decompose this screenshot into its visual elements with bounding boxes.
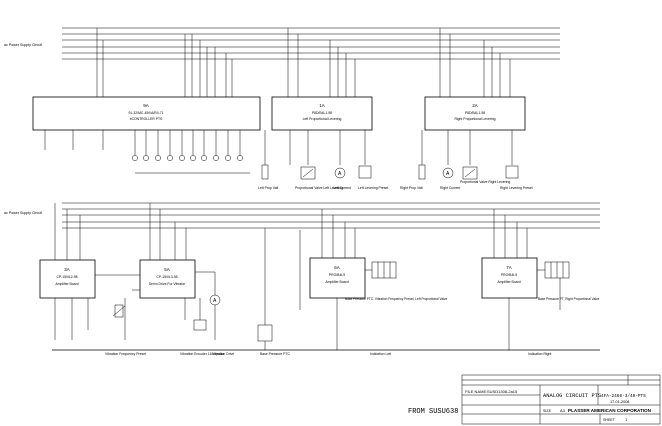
amp-right-wiring bbox=[493, 209, 561, 350]
file-name-value: SUSD1308-2a15 bbox=[487, 389, 518, 394]
servo-line1: CP-15/0L3-98 bbox=[156, 275, 177, 279]
left-prop-line1: P8D/B4L1-98 bbox=[312, 111, 332, 115]
amp1-line2: Amplifier Board bbox=[55, 282, 78, 286]
left-prop-devices bbox=[261, 164, 372, 180]
amp1-line1: CP-15/0L2-98 bbox=[56, 275, 77, 279]
amp-left-line2: Amplifier Board bbox=[325, 280, 348, 284]
lower-supply-label: ac Power Supply Circuit bbox=[4, 211, 42, 215]
servo-wiring bbox=[124, 203, 216, 340]
plc-indicator-lamps bbox=[132, 155, 243, 161]
note-right: Base Pressure PT, Right Proportional Val… bbox=[538, 297, 600, 301]
amplifier-block-1: 3A CP-15/0L2-98 Amplifier Board bbox=[39, 259, 96, 299]
servo-line2: Servo Drive For Vibrator bbox=[149, 282, 186, 286]
amp1-wiring bbox=[54, 203, 140, 340]
right-current-gauge-letter: A bbox=[446, 171, 450, 177]
right-prop-caption-1: Right Prop Valt bbox=[400, 186, 423, 190]
drawing-title: ANALOG CIRCUIT PTS bbox=[543, 393, 601, 399]
amp-left-id: 6A bbox=[334, 265, 340, 270]
title-block bbox=[461, 374, 661, 425]
right-prop-line1: P8D/B4L1-98 bbox=[465, 111, 485, 115]
size-label: SIZE bbox=[543, 409, 552, 413]
amp1-id: 3A bbox=[64, 267, 70, 272]
right-prop-id: 2A bbox=[472, 103, 478, 108]
amp-left-terminal bbox=[371, 261, 397, 279]
plc-line1: 91-32/MC-45/I/A/R/I-71 bbox=[128, 111, 163, 115]
left-prop-caption-2: Proportional Valve Left Levering bbox=[295, 186, 343, 190]
servo-devices bbox=[112, 294, 221, 331]
right-current-caption: Right Current bbox=[440, 186, 460, 190]
amp-left-line1: PRO/B4L9 bbox=[329, 273, 345, 277]
company-name: PLASSER AMERICAN CORPORATION bbox=[568, 408, 652, 413]
stamp-text: FROM SUSU638 bbox=[408, 408, 458, 416]
plc-connections bbox=[44, 28, 250, 174]
sheet-label: SHEET bbox=[603, 418, 616, 422]
left-lever-caption: Left Levering Preset bbox=[358, 186, 388, 190]
servo-id: 5A bbox=[164, 267, 170, 272]
amplifier-block-left: 6A PRO/B4L9 Amplifier Board bbox=[309, 257, 366, 299]
right-prop-devices bbox=[418, 164, 519, 180]
base-pressure-sensor bbox=[257, 228, 273, 350]
note-left: Base Pressure PTC, Vibration Frequency P… bbox=[345, 297, 448, 301]
right-prop-wiring bbox=[421, 28, 513, 165]
right-lever-caption: Right Levering Preset bbox=[500, 186, 533, 190]
left-current-gauge-letter: A bbox=[338, 171, 342, 177]
amp-right-line1: PRO/B4L9 bbox=[501, 273, 517, 277]
right-prop-block: 2A P8D/B4L1-98 Right Proportional Leveri… bbox=[424, 96, 526, 131]
base-pressure-caption: Base Pressure PTC bbox=[260, 352, 291, 356]
plc-block: 9A 91-32/MC-45/I/A/R/I-71 eCONTROLLER PT… bbox=[32, 96, 261, 131]
amp-left-wiring bbox=[299, 209, 372, 350]
left-prop-caption-1: Left Prop Valt bbox=[258, 186, 278, 190]
amp-right-terminal bbox=[544, 261, 570, 279]
left-prop-wiring bbox=[264, 28, 366, 165]
ind-left-caption: Indication Left bbox=[370, 352, 391, 356]
plc-line2: eCONTROLLER PTS bbox=[130, 117, 163, 121]
right-prop-line2: Right Proportional Levering bbox=[454, 117, 495, 121]
drawing-date: 17-01-2008 bbox=[610, 400, 629, 404]
file-name-label: FILE NAME: bbox=[465, 389, 487, 394]
left-current-caption: Left Current bbox=[333, 186, 351, 190]
vib-encoder-caption: Vibration Encoder 16 impulse bbox=[180, 352, 224, 356]
vib-drive-caption: Vibration Drive bbox=[212, 352, 234, 356]
amp-right-line2: Amplifier Board bbox=[497, 280, 520, 284]
left-prop-block: 1A P8D/B4L1-98 Left Proportional Leverin… bbox=[271, 96, 373, 131]
servo-drive-block: 5A CP-15/0L3-98 Servo Drive For Vibrator bbox=[139, 259, 196, 299]
left-prop-line2: Left Proportional Levering bbox=[303, 117, 342, 121]
drawing-number: 4FA-2460-3/40-PTS bbox=[601, 394, 646, 399]
ind-right-caption: Indication Right bbox=[528, 352, 551, 356]
sheet-value: 1 bbox=[625, 417, 628, 422]
vib-drive-gauge-letter: A bbox=[213, 298, 217, 304]
left-prop-id: 1A bbox=[319, 103, 325, 108]
right-prop-caption-2: Proportional Valve Right Levering bbox=[460, 180, 510, 184]
size-value: A3 bbox=[560, 408, 566, 413]
plc-id: 9A bbox=[143, 103, 149, 108]
amp-right-id: 7A bbox=[506, 265, 512, 270]
upper-supply-label: ac Power Supply Circuit bbox=[4, 43, 42, 47]
upper-supply-rails bbox=[62, 27, 560, 60]
lower-supply-rails bbox=[62, 202, 600, 229]
amplifier-block-right: 7A PRO/B4L9 Amplifier Board bbox=[481, 257, 538, 299]
vib-freq-caption: Vibration Frequency Preset bbox=[105, 352, 146, 356]
